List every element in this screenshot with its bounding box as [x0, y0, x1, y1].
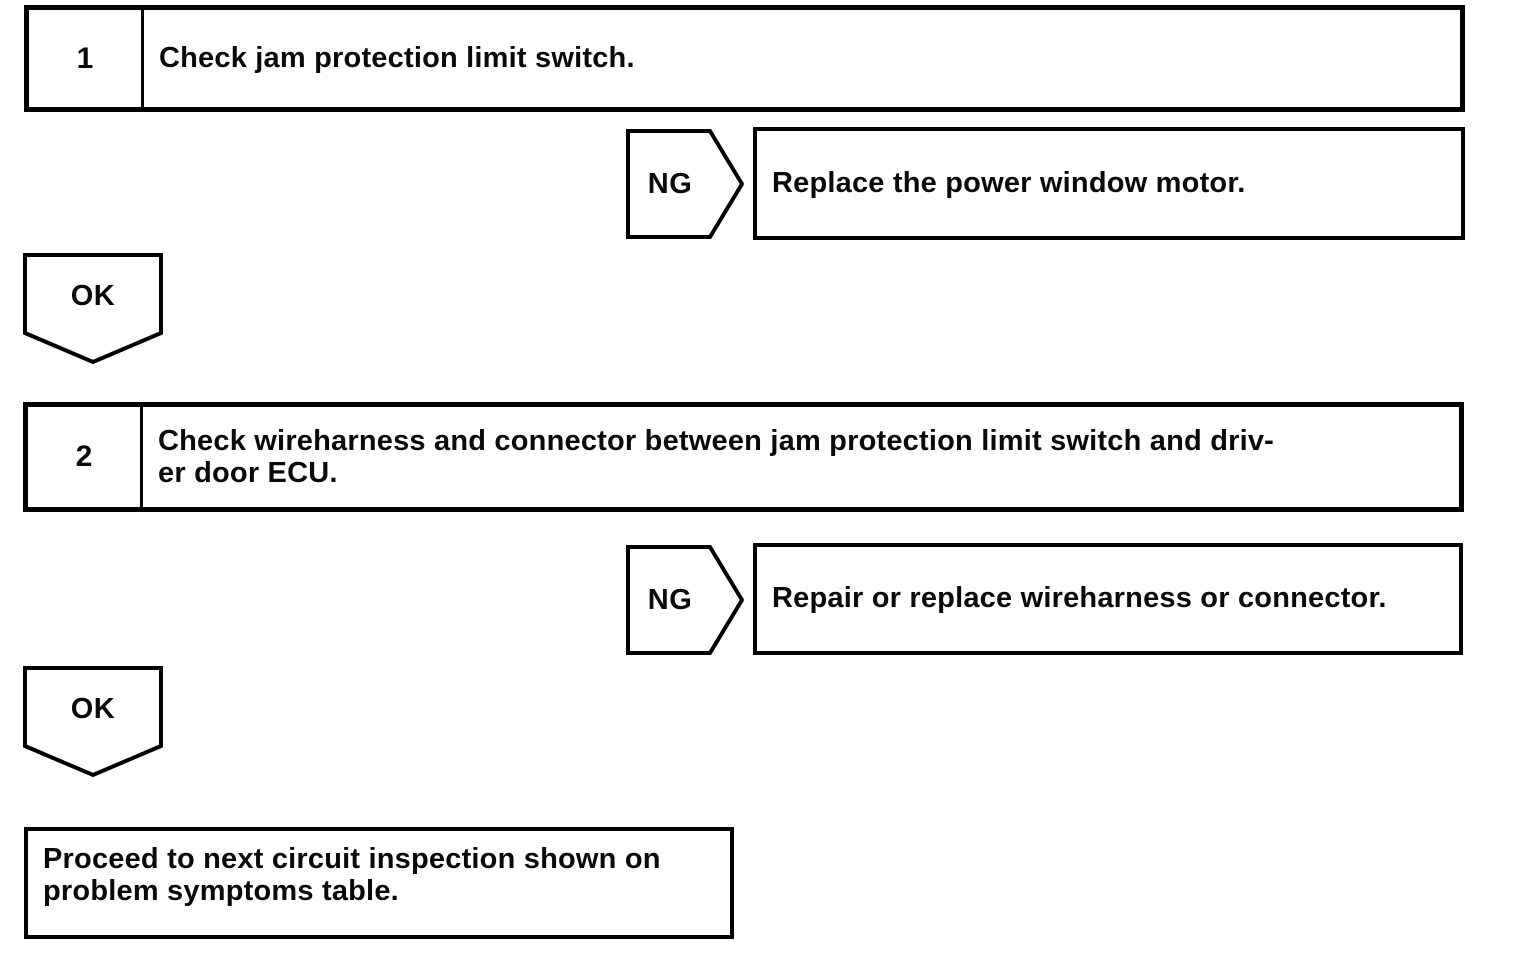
- step-1-number: 1: [29, 10, 144, 107]
- ok-pentagon-icon: [23, 253, 163, 365]
- ng-pentagon-icon: [626, 545, 744, 655]
- ng-action-2-box: Repair or replace wireharness or connect…: [753, 543, 1463, 655]
- ok-label-1: OK: [70, 279, 116, 312]
- step-2-box: 2 Check wireharness and connector betwee…: [23, 402, 1464, 512]
- ok-connector-1: OK: [23, 253, 163, 365]
- ng-label-1: NG: [647, 167, 693, 200]
- ng-label-2: NG: [647, 583, 693, 616]
- step-2-number: 2: [28, 407, 143, 507]
- ng-connector-2: NG: [626, 545, 744, 655]
- ok-connector-2: OK: [23, 666, 163, 778]
- ng-connector-1: NG: [626, 129, 744, 239]
- final-action-box: Proceed to next circuit inspection shown…: [24, 827, 734, 939]
- ok-label-2: OK: [70, 692, 116, 725]
- ok-pentagon-icon: [23, 666, 163, 778]
- ng-action-1-box: Replace the power window motor.: [753, 127, 1465, 240]
- step-2-instruction: Check wireharness and connector between …: [158, 424, 1275, 489]
- ng-pentagon-icon: [626, 129, 744, 239]
- step-1-instruction: Check jam protection limit switch.: [159, 42, 635, 75]
- step-1-box: 1 Check jam protection limit switch.: [24, 5, 1465, 112]
